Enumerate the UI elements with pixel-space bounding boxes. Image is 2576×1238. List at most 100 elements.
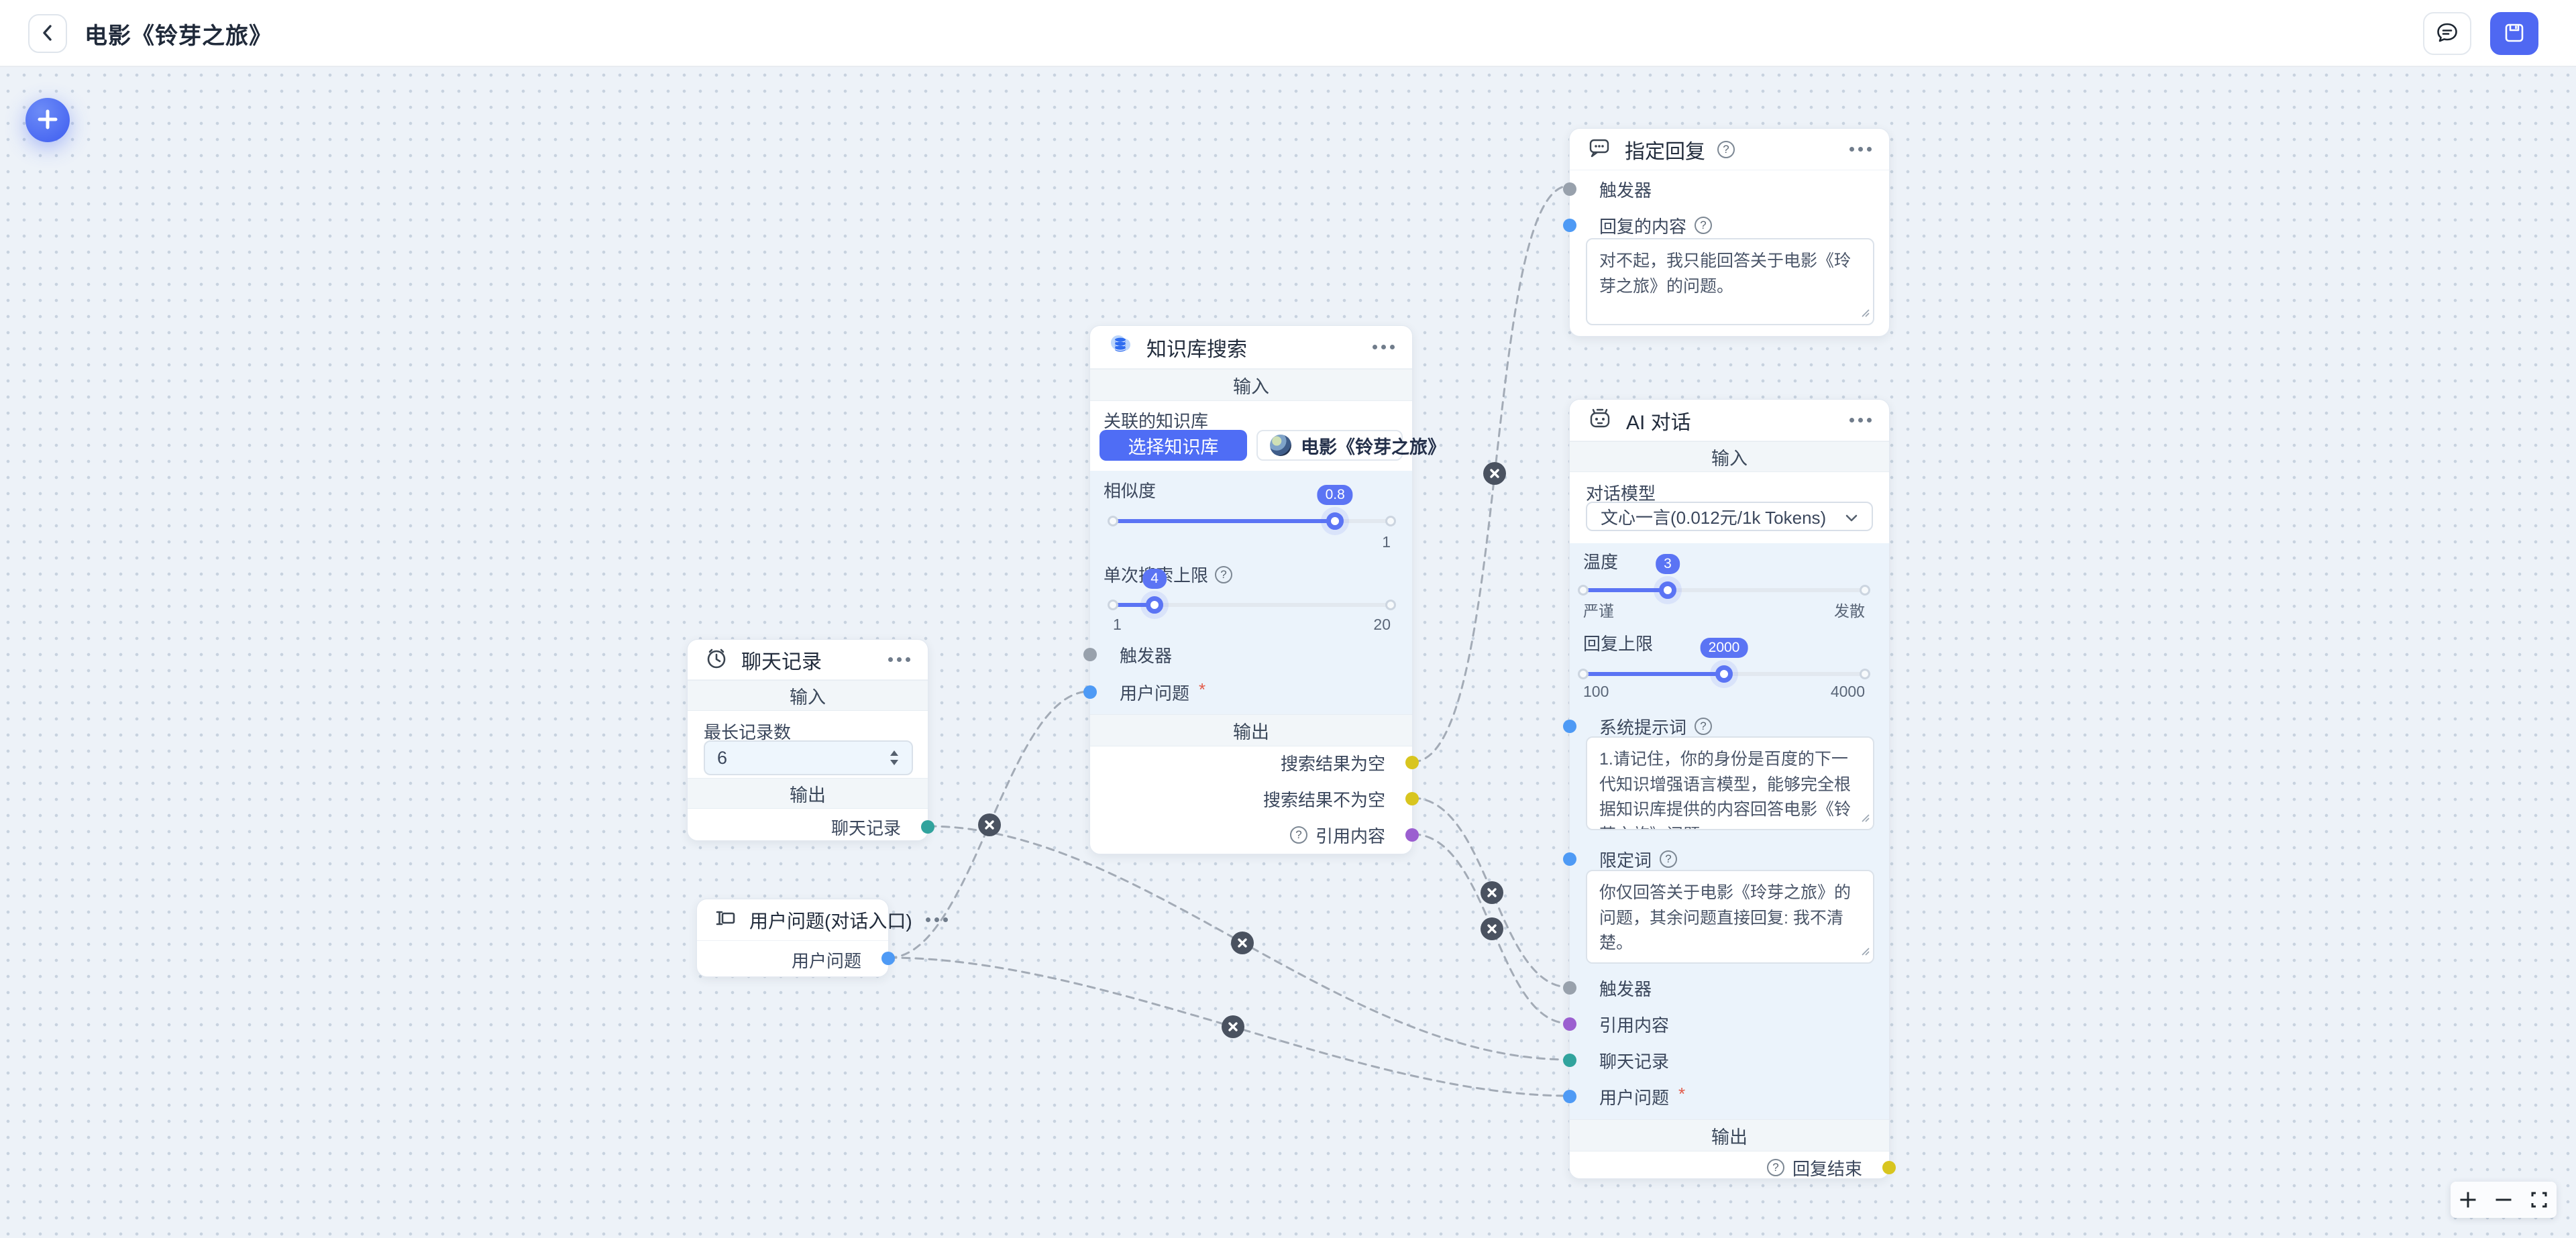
node-fixed-reply[interactable]: 指定回复 ? 触发器 回复的内容 ? 对不起，我只能回答关于电影《玲芽之旅》的问… [1563, 128, 1890, 337]
max-records-input[interactable]: 6 [704, 740, 913, 775]
clock-icon [704, 645, 729, 674]
port-system-prompt-in[interactable] [1563, 720, 1576, 733]
zoom-in-button[interactable] [2453, 1182, 2483, 1218]
node-menu-button[interactable] [1848, 412, 1873, 428]
stepper-up-icon [890, 750, 898, 756]
remove-connection-button[interactable] [1231, 932, 1254, 954]
qualifier-textarea[interactable]: 你仅回答关于电影《玲芽之旅》的问题，其余问题直接回复: 我不清楚。 [1586, 870, 1874, 964]
node-kb-search[interactable]: 知识库搜索 输入 关联的知识库 选择知识库 电影《铃芽之旅》 相似度 0.8 1… [1083, 325, 1446, 854]
kb-chip[interactable]: 电影《铃芽之旅》 [1256, 430, 1446, 461]
output-row-empty: 搜索结果为空 [1090, 750, 1412, 775]
reply-end-label: 回复结束 [1792, 1158, 1862, 1179]
output-section-header: 输出 [1570, 1119, 1889, 1151]
port-ai-reply-end-out[interactable] [1882, 1161, 1896, 1174]
temp-max-label: 发散 [1834, 602, 1865, 620]
reply-bubble-icon [1586, 134, 1613, 164]
trigger-input-row: 触发器 [1090, 642, 1412, 667]
plus-icon [36, 108, 59, 133]
trigger-input-row: 触发器 [1570, 976, 1889, 1000]
user-question-input-row: 用户问题* [1570, 1084, 1889, 1109]
remove-connection-button[interactable] [1222, 1015, 1244, 1038]
content-label: 回复的内容 [1599, 216, 1687, 237]
port-ai-user-question-in[interactable] [1563, 1090, 1576, 1103]
similarity-slider-handle[interactable]: 0.8 [1317, 485, 1353, 530]
node-ai-chat[interactable]: AI 对话 输入 对话模型 文心一言(0.012元/1k Tokens) 温度 … [1563, 399, 1896, 1179]
node-chat-history[interactable]: 聊天记录 输入 最长记录数 6 输出 聊天记录 [687, 639, 934, 841]
search-limit-max-tick: 20 [1373, 616, 1391, 633]
output-section-header: 输出 [1090, 714, 1412, 746]
reply-limit-slider-handle[interactable]: 2000 [1700, 638, 1748, 683]
max-records-label: 最长记录数 [704, 722, 792, 742]
remove-connection-button[interactable] [978, 813, 1001, 836]
trigger-label: 触发器 [1599, 978, 1652, 999]
node-user-question[interactable]: 用户问题(对话入口) 用户问题 [696, 899, 948, 977]
temperature-slider[interactable]: 3 [1578, 554, 1870, 599]
remove-connection-button[interactable] [1481, 881, 1503, 904]
chat-history-label: 聊天记录 [1599, 1051, 1670, 1072]
help-icon: ? [1695, 718, 1713, 735]
required-mark: * [1199, 679, 1206, 699]
search-limit-value-badge: 4 [1142, 569, 1167, 589]
port-kb-user-question-in[interactable] [1083, 685, 1097, 699]
port-kb-reference-out[interactable] [1405, 828, 1419, 842]
out-empty-label: 搜索结果为空 [1280, 753, 1385, 774]
out-not-empty-label: 搜索结果不为空 [1263, 789, 1385, 810]
search-limit-slider-handle[interactable]: 4 [1142, 569, 1167, 614]
reference-label: 引用内容 [1599, 1015, 1670, 1035]
node-menu-button[interactable] [1371, 339, 1396, 355]
node-menu-button[interactable] [924, 912, 949, 927]
number-stepper[interactable] [889, 750, 900, 766]
port-ai-trigger-in[interactable] [1563, 981, 1576, 995]
port-chat-history-out[interactable] [921, 820, 934, 834]
similarity-slider[interactable]: 0.8 [1108, 485, 1396, 530]
fit-view-button[interactable] [2524, 1182, 2555, 1218]
temperature-label: 温度 [1583, 552, 1619, 572]
remove-connection-button[interactable] [1483, 462, 1506, 485]
temperature-slider-handle[interactable]: 3 [1656, 554, 1680, 599]
workflow-canvas[interactable]: 聊天记录 输入 最长记录数 6 输出 聊天记录 [0, 67, 2576, 1238]
similarity-label: 相似度 [1104, 481, 1157, 501]
port-kb-trigger-in[interactable] [1083, 648, 1097, 661]
input-section-header: 输入 [1570, 441, 1889, 472]
input-section-header: 输入 [1090, 369, 1412, 401]
reply-limit-label: 回复上限 [1583, 634, 1654, 654]
reply-limit-slider[interactable]: 2000 [1578, 638, 1870, 683]
system-prompt-label: 系统提示词 [1599, 717, 1687, 738]
save-button[interactable] [2490, 12, 2538, 55]
port-ai-chat-history-in[interactable] [1563, 1054, 1576, 1067]
preview-chat-button[interactable] [2423, 12, 2471, 55]
port-ai-reference-in[interactable] [1563, 1017, 1576, 1031]
input-section-header: 输入 [688, 680, 928, 711]
chevron-left-icon [39, 24, 56, 44]
port-reply-content-in[interactable] [1563, 219, 1576, 232]
user-question-label: 用户问题 [1599, 1087, 1670, 1108]
remove-connection-button[interactable] [1481, 917, 1503, 940]
max-records-value: 6 [717, 747, 728, 768]
node-menu-button[interactable] [887, 652, 912, 667]
model-select[interactable]: 文心一言(0.012元/1k Tokens) [1586, 502, 1873, 531]
reply-content-textarea[interactable]: 对不起，我只能回答关于电影《玲芽之旅》的问题。 [1586, 238, 1874, 325]
node-title: 聊天记录 [741, 651, 822, 673]
search-limit-slider[interactable]: 4 [1108, 569, 1396, 614]
qualifier-label-row: 限定词 ? [1570, 847, 1889, 871]
reply-limit-max-tick: 4000 [1830, 683, 1865, 700]
search-limit-label: 单次搜索上限 ? [1104, 562, 1233, 587]
port-kb-empty-out[interactable] [1405, 756, 1419, 769]
select-kb-button[interactable]: 选择知识库 [1099, 430, 1247, 461]
output-row-not-empty: 搜索结果不为空 [1090, 787, 1412, 811]
node-menu-button[interactable] [1848, 142, 1873, 157]
kb-name: 电影《铃芽之旅》 [1301, 437, 1446, 457]
help-icon: ? [1766, 1159, 1784, 1176]
system-prompt-textarea[interactable]: 1.请记住，你的身份是百度的下一代知识增强语言模型，能够完全根据知识库提供的内容… [1586, 736, 1874, 830]
port-kb-not-empty-out[interactable] [1405, 792, 1419, 805]
page-title: 电影《铃芽之旅》 [85, 23, 272, 49]
back-button[interactable] [28, 14, 67, 53]
output-port-label: 聊天记录 [830, 818, 901, 838]
model-value: 文心一言(0.012元/1k Tokens) [1601, 507, 1827, 528]
port-user-question-out[interactable] [881, 952, 895, 965]
port-reply-trigger-in[interactable] [1563, 182, 1576, 196]
add-node-button[interactable] [25, 98, 70, 142]
zoom-out-button[interactable] [2488, 1182, 2519, 1218]
temperature-value-badge: 3 [1656, 554, 1680, 574]
port-qualifier-in[interactable] [1563, 852, 1576, 866]
